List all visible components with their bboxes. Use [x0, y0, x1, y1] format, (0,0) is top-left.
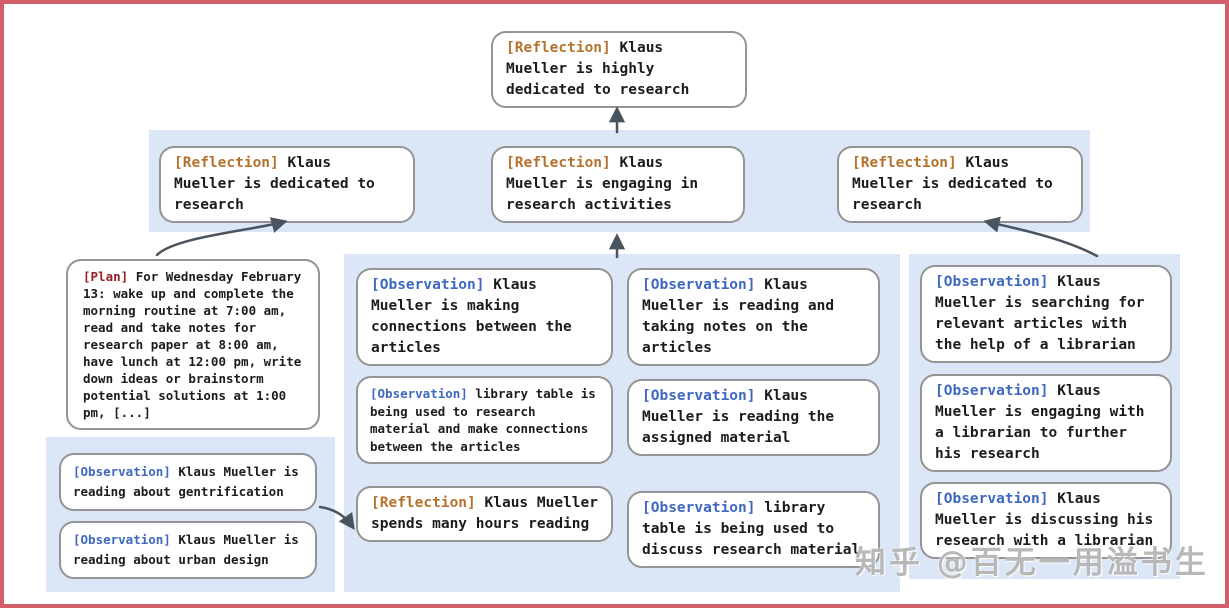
- node-body: Klaus Mueller is highly dedicated to res…: [506, 40, 690, 98]
- node-tag: [Reflection]: [174, 155, 279, 171]
- node-tag: [Observation]: [642, 388, 756, 404]
- node-body: Klaus Mueller is making connections betw…: [371, 277, 572, 356]
- node-body: Klaus Mueller is dedicated to research: [852, 155, 1053, 213]
- memory-node-root: [Reflection] Klaus Mueller is highly ded…: [491, 31, 747, 108]
- node-body: library table is being used to discuss r…: [642, 500, 861, 558]
- node-tag: [Observation]: [73, 532, 171, 547]
- node-tag: [Observation]: [73, 464, 171, 479]
- memory-node-right-obs1: [Observation] Klaus Mueller is searching…: [920, 265, 1172, 363]
- node-text: [Reflection] Klaus Mueller spends many h…: [371, 493, 598, 535]
- memory-node-mid-obs2: [Observation] library table is being use…: [356, 376, 613, 464]
- node-body: Klaus Mueller is dedicated to research: [174, 155, 375, 213]
- node-tag: [Observation]: [370, 386, 468, 401]
- node-tag: [Observation]: [935, 383, 1049, 399]
- node-tag: [Observation]: [642, 277, 756, 293]
- memory-node-mid-reflection: [Reflection] Klaus Mueller spends many h…: [356, 486, 613, 542]
- memory-node-mid-obs4: [Observation] Klaus Mueller is reading t…: [627, 379, 880, 456]
- memory-node-mid-obs3: [Observation] Klaus Mueller is reading a…: [627, 268, 880, 366]
- memory-node-l2-left: [Reflection] Klaus Mueller is dedicated …: [159, 146, 415, 223]
- node-body: Klaus Mueller is searching for relevant …: [935, 274, 1145, 353]
- node-text: [Observation] Klaus Mueller is reading a…: [73, 462, 303, 502]
- node-text: [Plan] For Wednesday February 13: wake u…: [83, 268, 303, 421]
- memory-node-mid-obs1: [Observation] Klaus Mueller is making co…: [356, 268, 613, 366]
- node-body: Klaus Mueller is reading about urban des…: [73, 532, 299, 567]
- node-tag: [Observation]: [935, 491, 1049, 507]
- node-text: [Reflection] Klaus Mueller is dedicated …: [852, 153, 1068, 216]
- node-body: Klaus Mueller is reading the assigned ma…: [642, 388, 835, 446]
- node-text: [Observation] Klaus Mueller is discussin…: [935, 489, 1157, 552]
- memory-node-left-obs1: [Observation] Klaus Mueller is reading a…: [59, 453, 317, 511]
- node-body: Klaus Mueller is reading and taking note…: [642, 277, 835, 356]
- zhihu-watermark: 知乎 @百无一用溢书生: [855, 545, 1209, 581]
- node-body: Klaus Mueller is reading about gentrific…: [73, 464, 299, 499]
- node-tag: [Reflection]: [371, 495, 476, 511]
- node-tag: [Observation]: [371, 277, 485, 293]
- node-body: For Wednesday February 13: wake up and c…: [83, 269, 302, 420]
- node-text: [Observation] Klaus Mueller is reading t…: [642, 386, 865, 449]
- node-body: library table is being used to research …: [370, 386, 596, 454]
- memory-node-plan: [Plan] For Wednesday February 13: wake u…: [66, 259, 320, 430]
- node-body: Klaus Mueller is discussing his research…: [935, 491, 1154, 549]
- node-text: [Observation] Klaus Mueller is reading a…: [642, 275, 865, 359]
- node-text: [Reflection] Klaus Mueller is engaging i…: [506, 153, 730, 216]
- memory-node-left-obs2: [Observation] Klaus Mueller is reading a…: [59, 521, 317, 579]
- node-body: Klaus Mueller is engaging in research ac…: [506, 155, 699, 213]
- memory-node-l2-right: [Reflection] Klaus Mueller is dedicated …: [837, 146, 1083, 223]
- node-tag: [Observation]: [935, 274, 1049, 290]
- node-text: [Observation] Klaus Mueller is engaging …: [935, 381, 1157, 465]
- node-tag: [Reflection]: [506, 40, 611, 56]
- node-text: [Observation] library table is being use…: [642, 498, 865, 561]
- node-tag: [Plan]: [83, 269, 129, 284]
- node-tag: [Reflection]: [852, 155, 957, 171]
- memory-node-l2-mid: [Reflection] Klaus Mueller is engaging i…: [491, 146, 745, 223]
- memory-node-right-obs3: [Observation] Klaus Mueller is discussin…: [920, 482, 1172, 559]
- memory-node-right-obs2: [Observation] Klaus Mueller is engaging …: [920, 374, 1172, 472]
- node-body: Klaus Mueller spends many hours reading: [371, 495, 598, 532]
- node-text: [Observation] library table is being use…: [370, 385, 599, 455]
- node-body: Klaus Mueller is engaging with a librari…: [935, 383, 1145, 462]
- node-tag: [Observation]: [642, 500, 756, 516]
- node-text: [Observation] Klaus Mueller is searching…: [935, 272, 1157, 356]
- node-text: [Reflection] Klaus Mueller is dedicated …: [174, 153, 400, 216]
- node-tag: [Reflection]: [506, 155, 611, 171]
- node-text: [Observation] Klaus Mueller is making co…: [371, 275, 598, 359]
- node-text: [Reflection] Klaus Mueller is highly ded…: [506, 38, 732, 101]
- memory-node-mid-obs5: [Observation] library table is being use…: [627, 491, 880, 568]
- node-text: [Observation] Klaus Mueller is reading a…: [73, 530, 303, 570]
